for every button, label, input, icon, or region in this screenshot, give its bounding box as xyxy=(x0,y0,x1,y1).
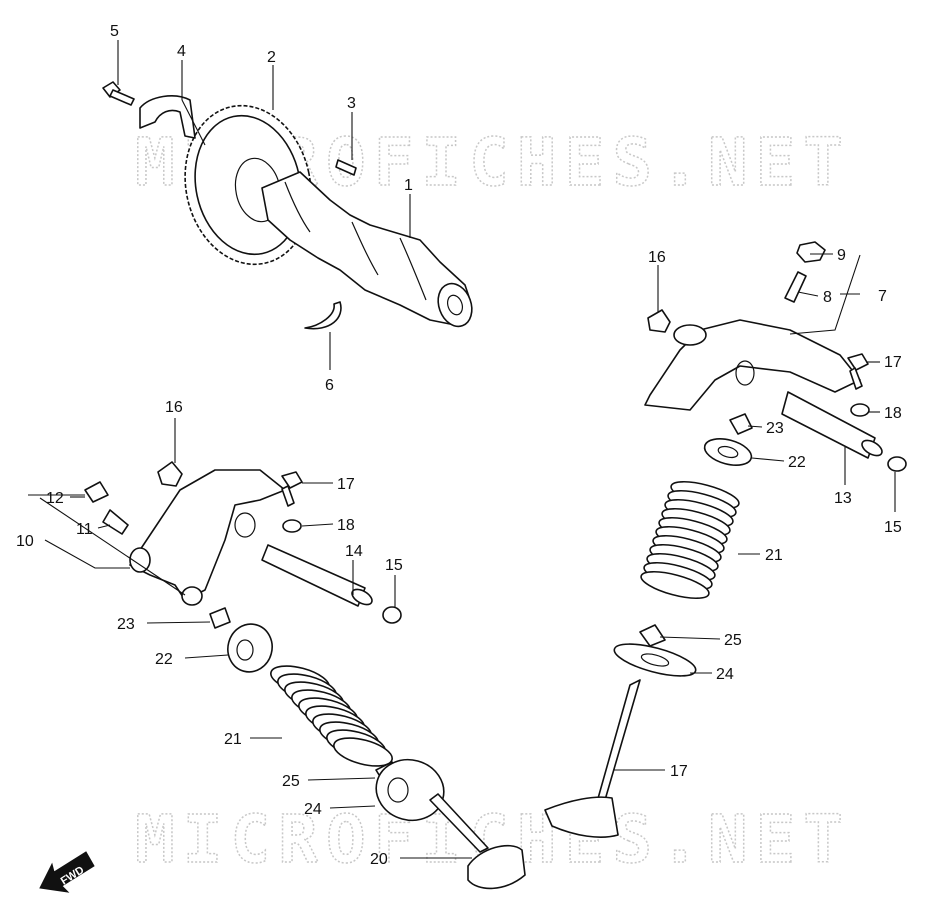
callout-1: 1 xyxy=(404,177,413,194)
callout-15a: 15 xyxy=(385,557,403,574)
callout-21a: 21 xyxy=(224,731,242,748)
clip-6 xyxy=(304,301,342,330)
callout-13: 13 xyxy=(834,490,852,507)
callout-16b: 16 xyxy=(648,249,666,266)
camshaft xyxy=(261,171,473,328)
plate-16a xyxy=(157,461,183,487)
callout-23a: 23 xyxy=(117,616,135,633)
adjuster-8 xyxy=(784,271,807,303)
callout-12: 12 xyxy=(46,490,64,507)
seat-24b xyxy=(613,643,697,677)
callout-19: 17 xyxy=(670,763,688,780)
cotter-23b xyxy=(729,413,753,435)
callout-17b: 17 xyxy=(884,354,902,371)
valve-20 xyxy=(429,793,526,890)
bolt-17a xyxy=(281,471,303,507)
washer-18a xyxy=(282,519,302,533)
nut-12 xyxy=(84,481,109,503)
valve-spring-left xyxy=(270,665,393,767)
callouts: 5 4 2 3 1 6 16 9 8 7 17 18 23 22 13 15 2… xyxy=(16,23,902,868)
retainer-22b xyxy=(703,438,753,466)
callout-23b: 23 xyxy=(766,420,784,437)
callout-15b: 15 xyxy=(884,519,902,536)
nut-9 xyxy=(796,241,826,263)
spring-coil xyxy=(640,570,710,600)
cam-bracket xyxy=(139,95,196,139)
callout-10: 10 xyxy=(16,533,34,550)
rocker-shaft-left xyxy=(261,544,366,607)
valve-spring-right xyxy=(640,480,740,600)
callout-9: 9 xyxy=(837,247,846,264)
callout-22b: 22 xyxy=(788,454,806,471)
adjuster-11 xyxy=(102,509,129,535)
spring-coil xyxy=(333,737,393,767)
callout-18b: 18 xyxy=(884,405,902,422)
leader-lines xyxy=(28,40,896,859)
circlip-15b xyxy=(887,456,907,472)
bolt-5 xyxy=(102,81,135,106)
rocker-arm-right xyxy=(644,319,861,411)
valve-19 xyxy=(544,679,641,838)
retainer-22a xyxy=(227,623,273,673)
callout-5: 5 xyxy=(110,23,119,40)
callout-7: 7 xyxy=(878,288,887,305)
callout-3: 3 xyxy=(347,95,356,112)
callout-11: 11 xyxy=(76,521,93,538)
callout-25b: 25 xyxy=(724,632,742,649)
callout-14: 14 xyxy=(345,543,363,560)
circlip-15a xyxy=(382,606,402,624)
callout-18a: 18 xyxy=(337,517,355,534)
callout-4: 4 xyxy=(177,43,186,60)
rocker-arm-left xyxy=(129,469,286,606)
callout-6: 6 xyxy=(325,377,334,394)
callout-17a: 17 xyxy=(337,476,355,493)
cotter-25b xyxy=(639,624,666,647)
callout-25a: 25 xyxy=(282,773,300,790)
callout-24a: 24 xyxy=(304,801,322,818)
rocker-shaft-right xyxy=(781,391,876,459)
fwd-arrow-icon: FWD xyxy=(39,851,95,893)
dowel-pin xyxy=(335,159,357,176)
plate-16b xyxy=(647,309,671,333)
callout-22a: 22 xyxy=(155,651,173,668)
callout-16a: 16 xyxy=(165,399,183,416)
bolt-17b xyxy=(847,353,869,390)
callout-20: 20 xyxy=(370,851,388,868)
callout-2: 2 xyxy=(267,49,276,66)
callout-8: 8 xyxy=(823,289,832,306)
callout-21b: 21 xyxy=(765,547,783,564)
shaft-end-right xyxy=(861,439,883,457)
washer-18b xyxy=(850,403,870,417)
seat-24a xyxy=(375,758,445,822)
callout-24b: 24 xyxy=(716,666,734,683)
cotter-23a xyxy=(209,607,231,629)
